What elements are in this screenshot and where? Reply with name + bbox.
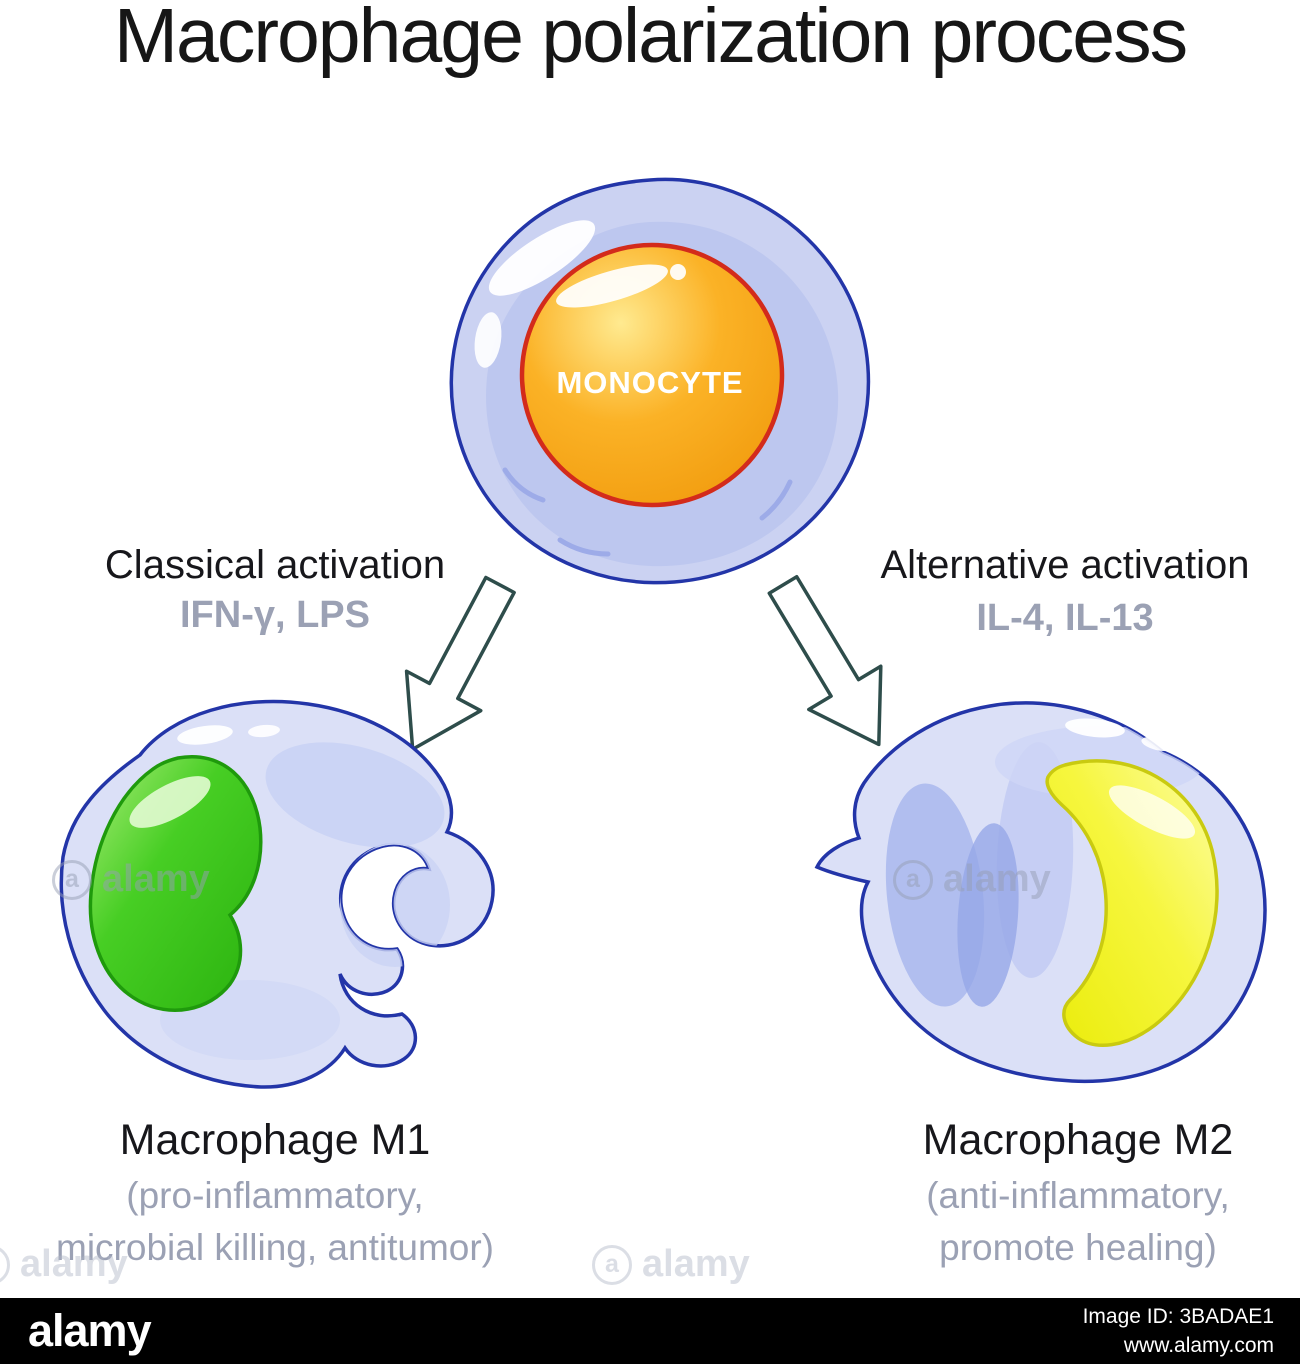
m2-description-line2: promote healing) (939, 1227, 1217, 1268)
classical-activation-arrow (404, 575, 516, 751)
alamy-watermark-text: alamy (642, 1243, 750, 1285)
macrophage-m2-label: Macrophage M2 (922, 1116, 1234, 1164)
alamy-watermark: a alamy (52, 858, 210, 901)
m1-description-line2: microbial killing, antitumor) (56, 1227, 494, 1268)
classical-activation-label: Classical activation (104, 543, 446, 587)
monocyte-nucleus (519, 242, 785, 508)
m2-gloss-small (1141, 737, 1173, 751)
macrophage-m2-cell (814, 701, 1267, 1084)
alamy-watermark-text: alamy (943, 858, 1051, 900)
alamy-watermark-icon: a (893, 859, 933, 900)
m2-gloss (1065, 718, 1125, 738)
footer-info: Image ID: 3BADAE1 www.alamy.com (1083, 1302, 1274, 1361)
footer-website: www.alamy.com (1123, 1334, 1274, 1357)
page-title: Macrophage polarization process (113, 0, 1188, 79)
m1-description-line1: (pro-inflammatory, (126, 1175, 424, 1216)
alternative-activation-label: Alternative activation (880, 543, 1250, 587)
alamy-watermark: a alamy (893, 858, 1051, 901)
footer-image-id: Image ID: 3BADAE1 (1082, 1304, 1274, 1328)
alamy-watermark-icon: a (52, 859, 92, 900)
classical-factors-label: IFN-γ, LPS (179, 594, 371, 636)
m1-nucleus-gloss (129, 776, 211, 828)
monocyte-nucleus-gloss-dot (670, 264, 686, 280)
macrophage-m1-label: Macrophage M1 (119, 1116, 431, 1164)
alternative-activation-arrow (767, 575, 883, 747)
footer-bar: alamy Image ID: 3BADAE1 www.alamy.com (0, 1298, 1300, 1364)
m1-gloss-small (248, 724, 280, 738)
alamy-logo: alamy (28, 1305, 152, 1356)
alamy-watermark: a alamy (0, 1243, 128, 1286)
macrophage-m1-cell (59, 699, 495, 1089)
alamy-watermark: a alamy (592, 1243, 750, 1286)
monocyte-gloss-small (474, 312, 502, 368)
alamy-watermark-icon: a (592, 1244, 632, 1285)
m2-description-line1: (anti-inflammatory, (926, 1175, 1230, 1216)
monocyte-cell (449, 177, 871, 585)
m1-gloss (177, 725, 233, 745)
monocyte-label: MONOCYTE (556, 365, 744, 400)
monocyte-gloss (488, 220, 596, 296)
alternative-factors-label: IL-4, IL-13 (976, 597, 1154, 639)
m2-nucleus-gloss (1108, 785, 1196, 839)
alamy-watermark-icon: a (0, 1244, 10, 1285)
monocyte-nucleus-gloss (556, 264, 668, 308)
alamy-watermark-text: alamy (102, 858, 210, 900)
alamy-watermark-text: alamy (20, 1243, 128, 1285)
